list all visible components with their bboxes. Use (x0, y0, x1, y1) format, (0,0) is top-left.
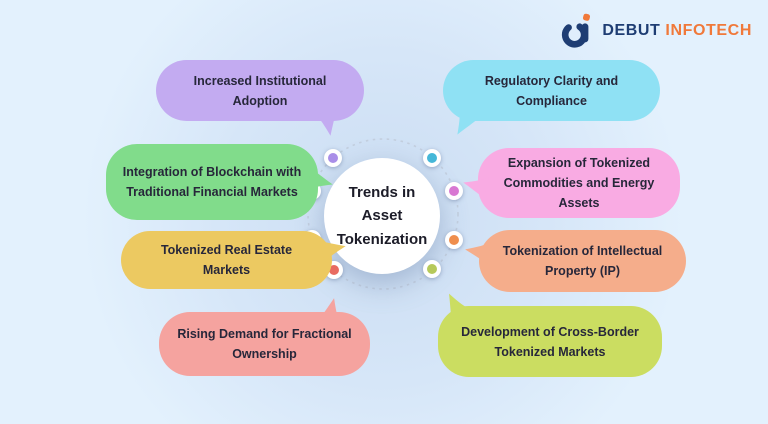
bubble-tail (319, 298, 341, 324)
bubble-blockchain-integration: Integration of Blockchain with Tradition… (106, 144, 333, 220)
bubble-label: Development of Cross-Border Tokenized Ma… (461, 324, 639, 359)
bubble-intellectual-property: Tokenization of Intellectual Property (I… (465, 230, 686, 292)
connector-dot-intellectual-property (445, 231, 463, 249)
bubble-tail (319, 241, 346, 263)
brand-word-infotech: INFOTECH (665, 22, 752, 39)
dot (449, 186, 459, 196)
connector-dot-regulatory-clarity (423, 149, 441, 167)
bubble-regulatory-clarity: Regulatory Clarity and Compliance (443, 60, 660, 135)
bubble-label: Increased Institutional Adoption (193, 73, 327, 108)
central-hub: Trends in Asset Tokenization (324, 158, 440, 274)
bubble-tail (457, 108, 479, 135)
dot (329, 265, 339, 275)
dashed-ring (307, 138, 459, 290)
bubble-real-estate: Tokenized Real Estate Markets (121, 231, 346, 289)
bubble-tail (465, 241, 491, 264)
bubble-fractional-ownership: Rising Demand for Fractional Ownership (159, 298, 370, 376)
debut-infotech-logo-icon (562, 13, 591, 48)
bubble-label: Tokenized Real Estate Markets (160, 243, 293, 277)
dot (427, 264, 437, 274)
connector-dot-cross-border-markets (423, 260, 441, 278)
bubble-tail (449, 293, 471, 320)
diagram-title: Trends in Asset Tokenization (336, 184, 428, 248)
dot (328, 153, 338, 163)
bubble-label: Tokenization of Intellectual Property (I… (502, 244, 663, 278)
bubble-increased-institutional-adoption: Increased Institutional Adoption (156, 60, 364, 136)
bubble-tokenized-commodities: Expansion of Tokenized Commodities and E… (463, 148, 680, 218)
dot (427, 153, 437, 163)
dot (449, 235, 459, 245)
bubble-label: Rising Demand for Fractional Ownership (177, 327, 352, 361)
connector-dot-increased-institutional-adoption (324, 149, 342, 167)
bubble-cross-border-markets: Development of Cross-Border Tokenized Ma… (438, 293, 662, 377)
connector-dot-tokenized-commodities (445, 182, 463, 200)
bubble-label: Expansion of Tokenized Commodities and E… (503, 156, 655, 210)
bubble-label: Integration of Blockchain with Tradition… (122, 165, 302, 199)
brand-word-debut: DEBUT (602, 22, 661, 39)
bubble-tail (314, 109, 337, 136)
bubble-label: Regulatory Clarity and Compliance (484, 73, 619, 108)
bubble-tail (306, 168, 333, 191)
bubble-tail (463, 176, 490, 199)
